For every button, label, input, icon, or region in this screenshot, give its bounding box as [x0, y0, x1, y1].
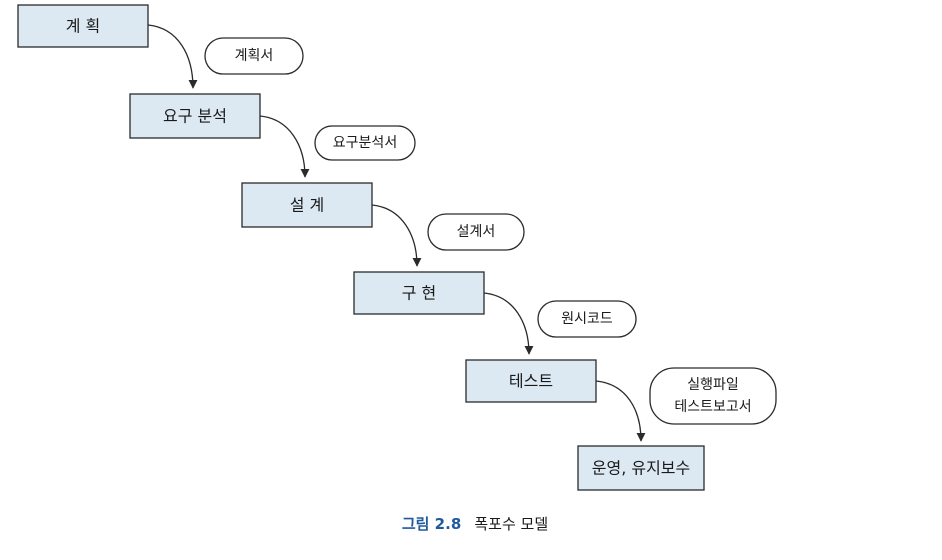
doc-plan-label: 계획서: [235, 48, 274, 64]
arrow-planning-to-analysis: [147, 24, 198, 89]
doc-requirements-spec-label: 요구분석서: [333, 135, 397, 151]
stage-design-label: 설 계: [290, 196, 325, 215]
doc-design-spec-label: 설계서: [457, 224, 496, 240]
stage-operation-maintenance-label: 운영, 유지보수: [592, 459, 691, 478]
stage-operation-maintenance: 운영, 유지보수: [577, 445, 705, 491]
figure-caption: 그림 2.8 폭포수 모델: [402, 515, 548, 534]
stage-planning-label: 계 획: [66, 17, 101, 36]
doc-source-code: 원시코드: [537, 300, 637, 338]
stage-design: 설 계: [241, 182, 373, 228]
caption-title: 폭포수 모델: [474, 515, 548, 533]
arrow-design-to-implementation: [371, 204, 422, 267]
doc-design-spec: 설계서: [427, 213, 525, 251]
stage-test: 테스트: [465, 359, 597, 403]
arrow-implementation-to-test: [483, 292, 534, 355]
stage-requirements-analysis: 요구 분석: [129, 93, 261, 139]
svg-text:그림 2.8 폭포수 모델: 그림 2.8 폭포수 모델: [402, 515, 548, 534]
stage-planning: 계 획: [17, 4, 149, 48]
stage-test-label: 테스트: [509, 372, 553, 391]
caption-number: 그림 2.8: [402, 515, 461, 533]
arrow-analysis-to-design: [259, 115, 310, 178]
arrow-test-to-maintenance: [595, 380, 646, 442]
stage-implementation-label: 구 현: [402, 284, 437, 303]
doc-plan: 계획서: [204, 37, 304, 75]
stage-implementation: 구 현: [353, 271, 485, 315]
doc-source-code-label: 원시코드: [561, 311, 613, 327]
stage-requirements-analysis-label: 요구 분석: [163, 107, 227, 126]
doc-requirements-spec: 요구분석서: [314, 125, 416, 161]
connectors: [147, 24, 646, 442]
doc-executable-label: 실행파일: [687, 377, 739, 393]
doc-executable-test-report: 실행파일 테스트보고서: [649, 367, 777, 425]
doc-test-report-label: 테스트보고서: [674, 399, 751, 415]
